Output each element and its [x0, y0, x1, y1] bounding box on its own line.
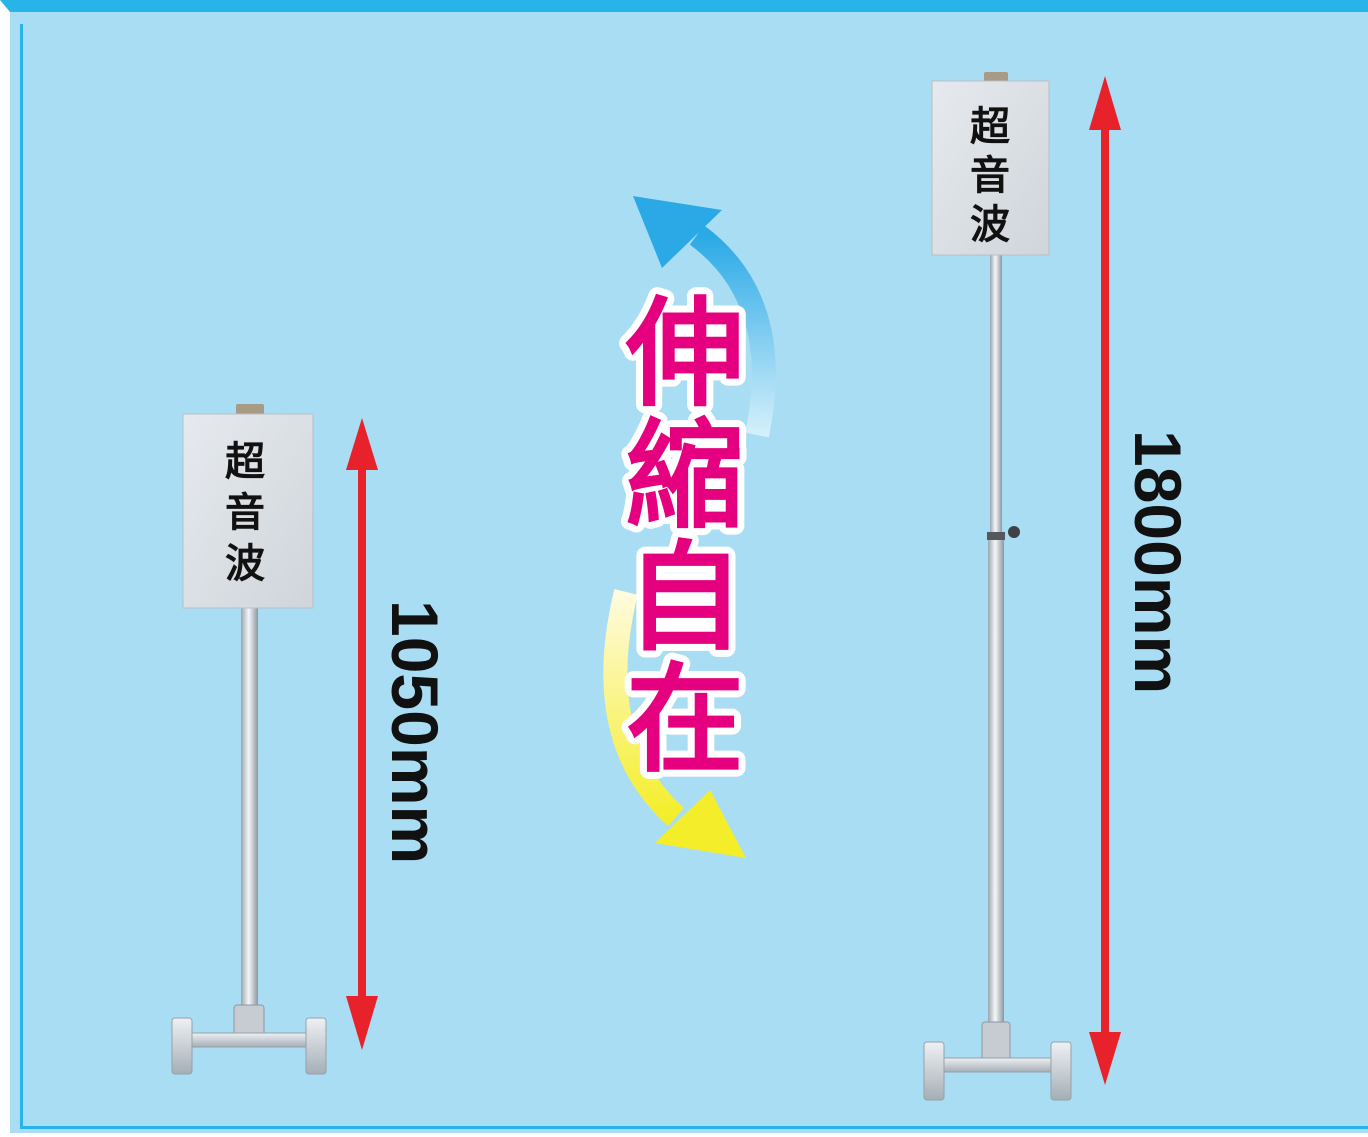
up-curved-arrow-icon	[633, 196, 776, 438]
tall-stand-knob	[1008, 526, 1020, 538]
heading-char-4: 在	[626, 651, 744, 789]
short-stand-pole	[241, 600, 258, 1025]
heading-char-2: 縮	[626, 407, 744, 545]
tall-stand-foot-left	[923, 1041, 945, 1101]
tall-stand-clip	[984, 72, 1008, 83]
tall-stand-foot-right	[1050, 1041, 1072, 1101]
short-stand: 超 音 波	[171, 404, 327, 1075]
heading-char-3: 自	[626, 529, 744, 667]
short-stand-sign-char-1: 超	[225, 439, 266, 485]
tall-stand: 超 音 波	[923, 72, 1072, 1101]
tall-stand-outer-pole	[988, 540, 1004, 1030]
short-stand-foot-right	[305, 1017, 327, 1075]
tall-stand-inner-pole	[990, 252, 1002, 537]
heading-char-1: 伸	[625, 285, 744, 423]
double-arrow-icon	[1089, 76, 1121, 1085]
tall-stand-base-bar	[927, 1057, 1069, 1073]
short-stand-sign-char-2: 音	[225, 490, 265, 536]
tall-stand-sign-panel	[931, 80, 1050, 256]
tall-stand-collar	[987, 532, 1005, 540]
short-stand-foot-left	[171, 1017, 193, 1075]
short-stand-clip	[236, 404, 264, 416]
short-stand-sign-panel	[182, 413, 314, 609]
tall-stand-joint	[981, 1021, 1011, 1063]
short-stand-height-label: 1050mm	[378, 600, 452, 864]
double-arrow-icon	[346, 418, 378, 1050]
tall-stand-sign-char-1: 超	[970, 104, 1011, 150]
tall-stand-sign-char-2: 音	[970, 153, 1010, 199]
tall-stand-height-label: 1800mm	[1121, 430, 1195, 694]
center-heading: 伸 縮 自 在	[618, 278, 751, 796]
short-stand-sign-char-3: 波	[225, 541, 265, 587]
down-curved-arrow-icon	[603, 589, 746, 858]
tall-stand-sign-char-3: 波	[970, 202, 1010, 248]
short-stand-base-bar	[175, 1032, 325, 1048]
